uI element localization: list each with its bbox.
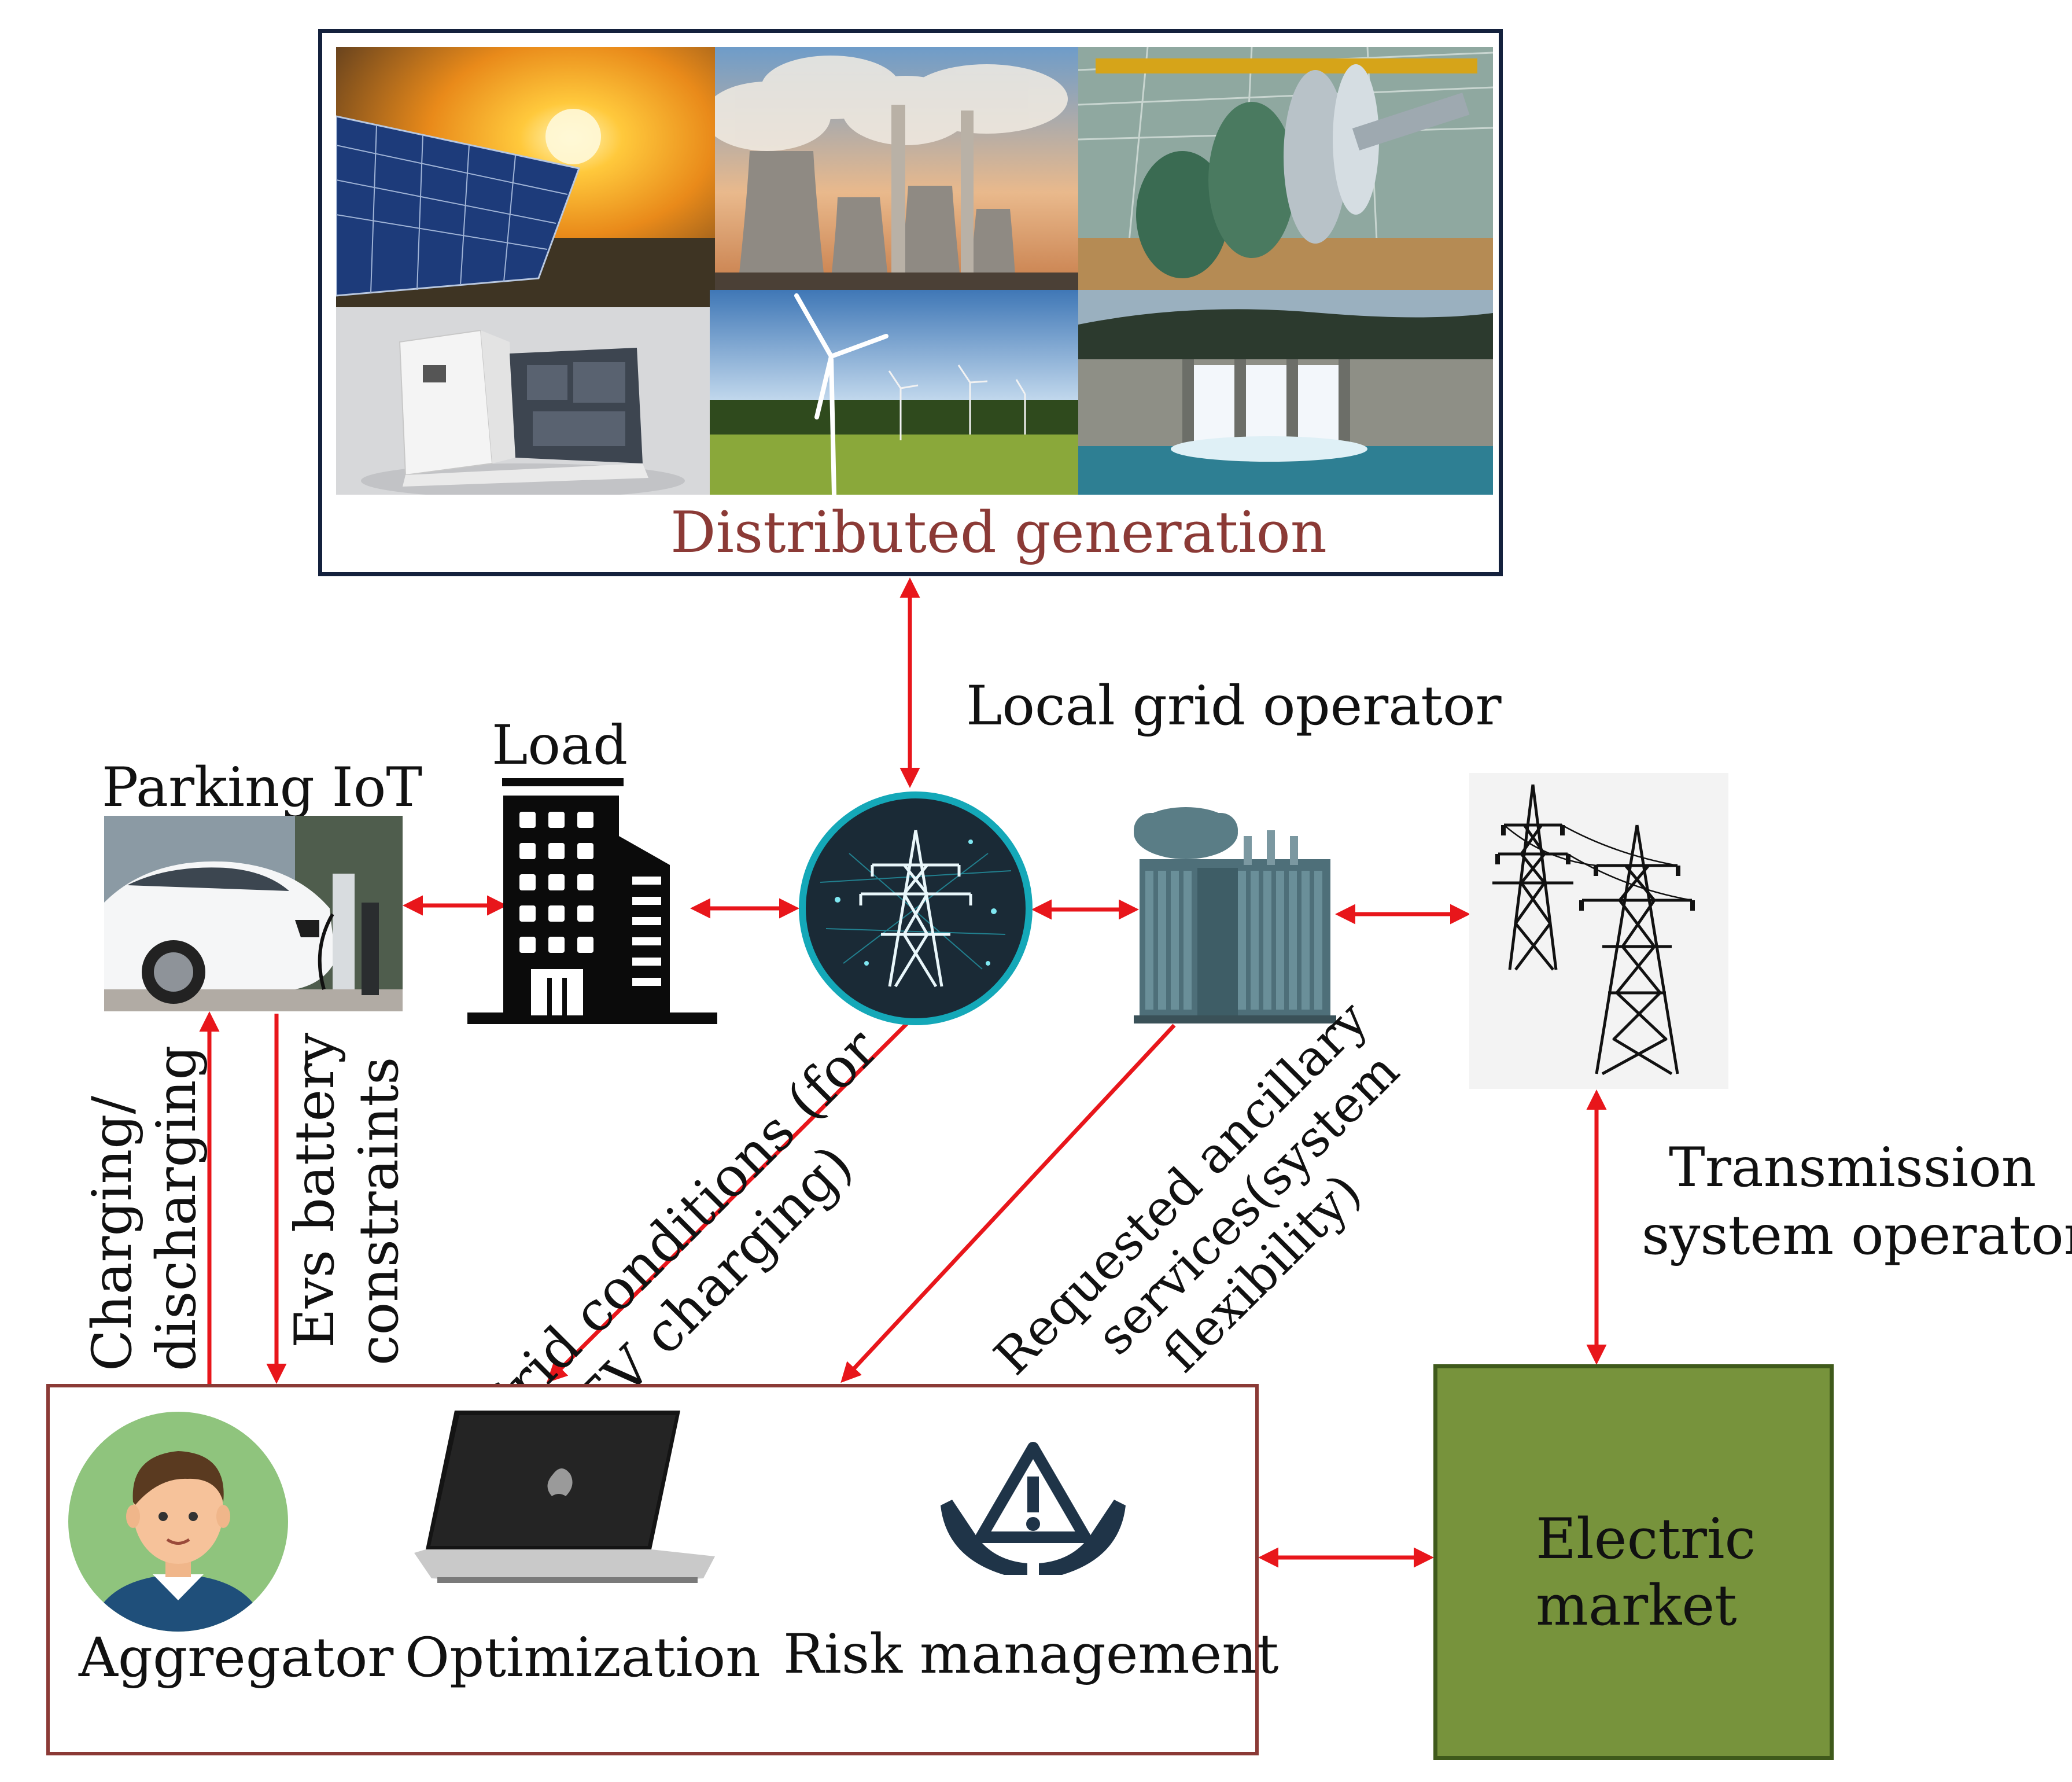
market-label-line2: market	[1536, 1573, 1737, 1638]
power-plant-photo	[715, 47, 1078, 290]
grid-conditions-arrow	[547, 1019, 911, 1383]
transformer-icon	[1128, 801, 1342, 1027]
aggregator-panel: Aggregator Optimization Risk management	[46, 1384, 1279, 1755]
diesel-generator-photo	[336, 307, 710, 495]
load-label: Load	[492, 714, 628, 777]
building-icon	[467, 778, 717, 1024]
parking-iot-label: Parking IoT	[102, 756, 423, 819]
evs-label-line2: constraints	[347, 1056, 411, 1365]
risk-management-label: Risk management	[783, 1623, 1279, 1686]
evs-battery-constraints-label: Evs battery constraints	[283, 1033, 412, 1365]
grid-operator-icon	[797, 790, 1034, 1027]
solar-panel-photo	[336, 47, 715, 307]
optimization-label: Optimization	[405, 1626, 761, 1689]
steam-turbine-photo	[1078, 47, 1493, 290]
tso-label-line2: system operator	[1642, 1204, 2072, 1267]
tso-label-line1: Transmission	[1669, 1136, 2037, 1199]
distributed-generation-label: Distributed generation	[670, 500, 1327, 566]
local-grid-operator-label: Local grid operator	[966, 675, 1502, 738]
charging-discharging-label: Charging/ discharging	[81, 1045, 209, 1371]
risk-management-icon	[941, 1436, 1126, 1581]
transmission-tower-icon	[1469, 773, 1728, 1089]
distributed-generation-panel: Distributed generation	[318, 29, 1503, 576]
evs-label-line1: Evs battery	[283, 1032, 346, 1348]
charging-label-line2: discharging	[145, 1045, 208, 1371]
aggregator-label: Aggregator	[79, 1626, 394, 1689]
electric-market-box: Electric market	[1433, 1364, 1834, 1760]
wind-turbine-photo	[710, 290, 1078, 495]
laptop-icon	[414, 1405, 715, 1596]
aggregator-avatar-icon	[66, 1409, 290, 1634]
market-label-line1: Electric	[1536, 1507, 1756, 1571]
hydro-dam-photo	[1078, 290, 1493, 495]
ev-charging-photo	[104, 816, 403, 1011]
charging-label-line1: Charging/	[81, 1095, 144, 1371]
ancillary-services-arrow	[840, 1023, 1176, 1383]
